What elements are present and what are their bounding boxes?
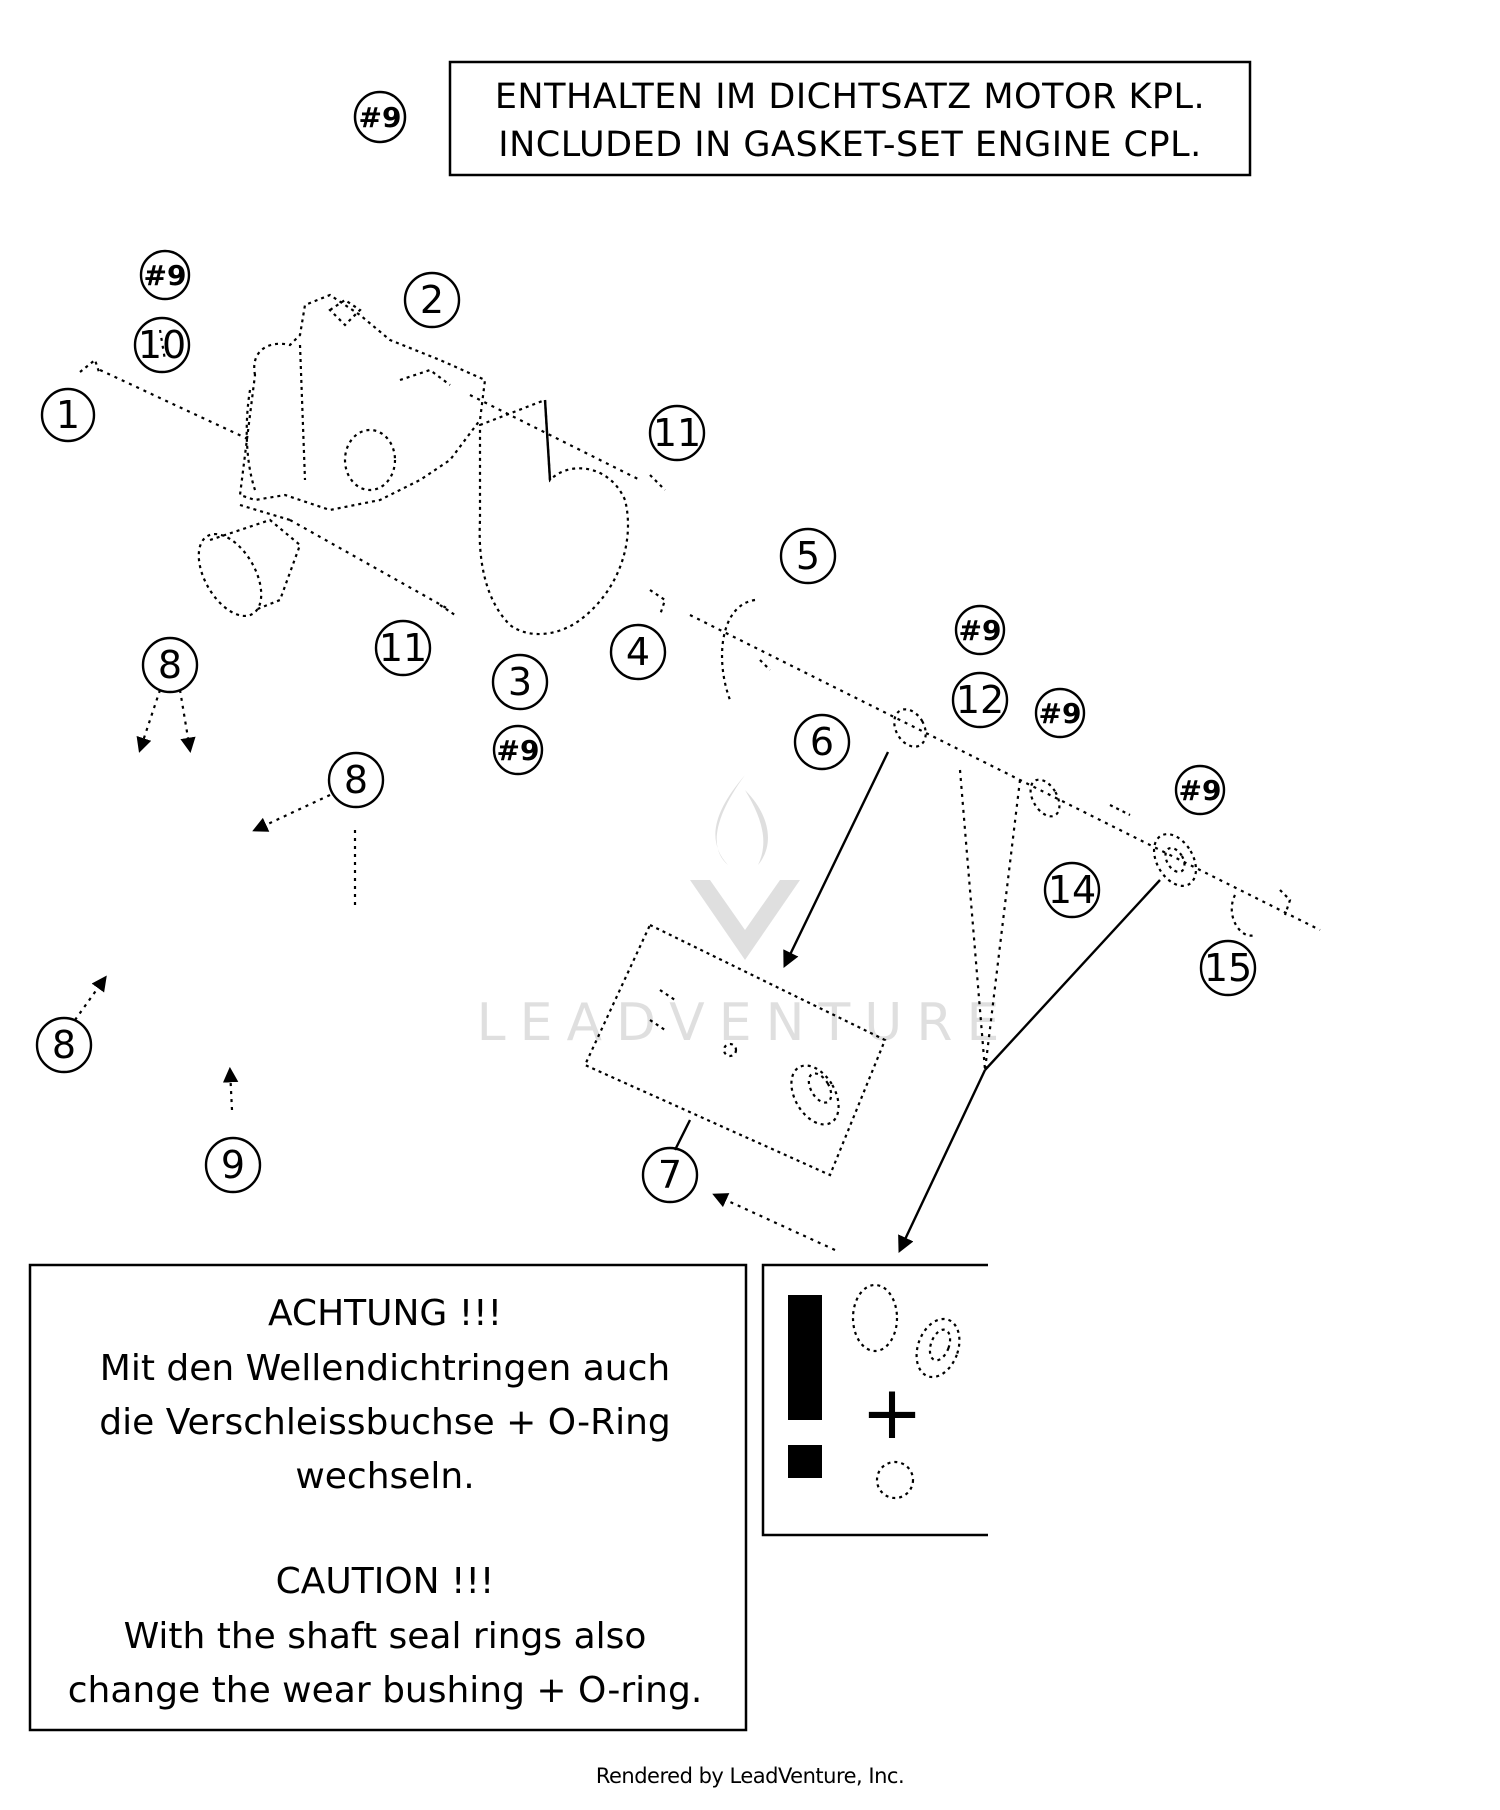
svg-text:#9: #9 <box>1039 697 1082 730</box>
caution-notice: ACHTUNG !!! Mit den Wellendichtringen au… <box>28 1263 748 1732</box>
inset-box <box>761 1263 988 1537</box>
kit-marker-12: #9 <box>954 604 1006 656</box>
callout-9: 9 <box>204 1136 262 1194</box>
notice-de-line-1: Mit den Wellendichtringen auch <box>100 1348 670 1389</box>
kit-marker-15: #9 <box>1174 764 1226 816</box>
notice-de-title: ACHTUNG !!! <box>268 1293 502 1334</box>
callout-6: 6 <box>793 713 851 771</box>
legend-symbol-circle <box>353 90 407 144</box>
callout-12: 12 <box>951 671 1009 729</box>
callout-8-top: 8 <box>141 636 199 694</box>
kit-marker-3: #9 <box>492 724 544 776</box>
svg-text:#9: #9 <box>1179 774 1222 807</box>
kit-marker-10: #9 <box>139 249 191 301</box>
svg-text:10: 10 <box>138 323 186 367</box>
exclamation-icon-bar <box>788 1295 822 1420</box>
legend-box <box>448 60 1252 177</box>
notice-de-line-3: wechseln. <box>295 1456 474 1497</box>
inset-plus: + <box>861 1370 923 1456</box>
callout-5: 5 <box>779 527 837 585</box>
svg-text:8: 8 <box>52 1023 76 1067</box>
callout-7: 7 <box>641 1146 699 1204</box>
svg-text:6: 6 <box>810 720 834 764</box>
svg-text:8: 8 <box>344 758 368 802</box>
svg-text:15: 15 <box>1204 946 1252 990</box>
replacement-inset: + <box>761 1263 988 1537</box>
notice-en-line-2: change the wear bushing + O-ring. <box>68 1670 703 1711</box>
callout-1: 1 <box>40 387 96 443</box>
svg-text:3: 3 <box>508 660 532 704</box>
legend-line-2: INCLUDED IN GASKET-SET ENGINE CPL. <box>498 125 1201 165</box>
wear-bushing-icon <box>851 1283 899 1353</box>
svg-text:12: 12 <box>956 678 1004 722</box>
legend-line-1: ENTHALTEN IM DICHTSATZ MOTOR KPL. <box>495 77 1205 117</box>
svg-text:4: 4 <box>626 630 650 674</box>
svg-text:#9: #9 <box>144 259 187 292</box>
callout-14: 14 <box>1043 861 1101 919</box>
callout-15: 15 <box>1199 939 1257 997</box>
callout-10: 10 <box>133 316 191 374</box>
svg-text:7: 7 <box>658 1153 682 1197</box>
svg-text:9: 9 <box>221 1143 245 1187</box>
callout-11-left: 11 <box>374 619 432 677</box>
seal-ring-inner-icon <box>928 1328 952 1362</box>
svg-text:1: 1 <box>56 393 80 437</box>
callout-11-right: 11 <box>648 404 706 462</box>
legend: #9 ENTHALTEN IM DICHTSATZ MOTOR KPL. INC… <box>353 60 1252 177</box>
pump-housing-part <box>197 293 487 618</box>
leader-lines <box>74 329 1161 1254</box>
svg-text:#9: #9 <box>959 614 1002 647</box>
callout-8-left: 8 <box>35 1016 93 1074</box>
seal-ring-icon <box>915 1317 961 1379</box>
notice-de-line-2: die Verschleissbuchse + O-Ring <box>99 1402 671 1443</box>
callout-2: 2 <box>403 271 461 329</box>
callout-3: 3 <box>491 653 549 711</box>
svg-text:5: 5 <box>796 534 820 578</box>
exclamation-icon-dot <box>788 1445 822 1478</box>
fastener-marks <box>79 358 667 616</box>
caution-notice-box <box>28 1263 748 1732</box>
svg-text:14: 14 <box>1048 868 1096 912</box>
watermark: LEADVENTURE <box>477 775 1014 1053</box>
svg-text:#9: #9 <box>497 734 540 767</box>
watermark-flame-icon <box>715 775 768 865</box>
shaft-seal-parts <box>720 598 1292 937</box>
svg-text:11: 11 <box>653 411 701 455</box>
notice-en-title: CAUTION !!! <box>276 1561 495 1602</box>
footer-credit: Rendered by LeadVenture, Inc. <box>596 1764 904 1788</box>
svg-text:8: 8 <box>158 643 182 687</box>
svg-text:2: 2 <box>420 278 444 322</box>
callout-4: 4 <box>609 623 667 681</box>
shaft-axis <box>99 369 1321 931</box>
bushing-plate-part <box>583 923 887 1177</box>
svg-text:11: 11 <box>379 626 427 670</box>
watermark-text: LEADVENTURE <box>477 993 1014 1053</box>
legend-symbol: #9 <box>359 101 402 134</box>
impeller-part <box>478 398 630 636</box>
callout-8-middle: 8 <box>327 751 385 809</box>
kit-marker-14: #9 <box>1034 687 1086 739</box>
notice-en-line-1: With the shaft seal rings also <box>124 1616 647 1657</box>
watermark-v-icon <box>690 880 800 960</box>
o-ring-icon <box>875 1460 915 1500</box>
